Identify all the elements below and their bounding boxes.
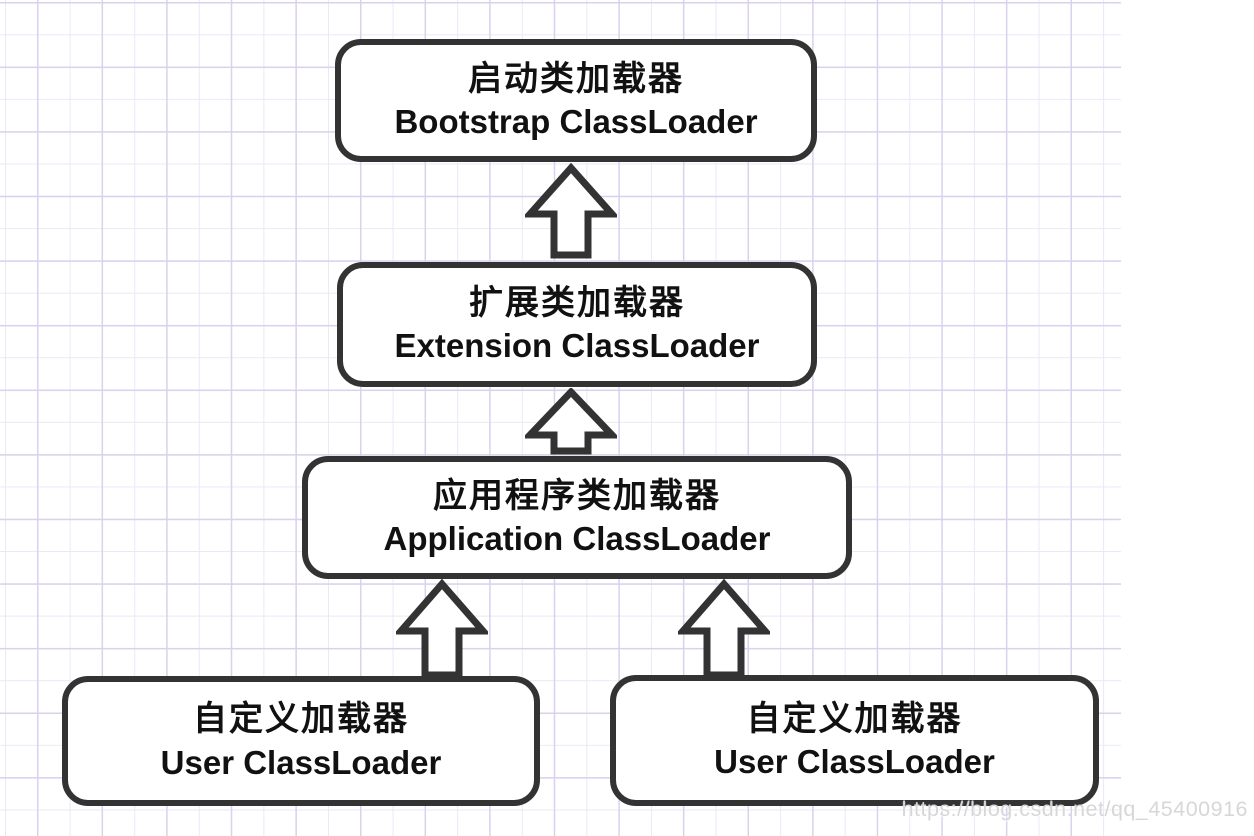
node-application-classloader: 应用程序类加载器 Application ClassLoader: [302, 456, 852, 579]
arrow-user-left-to-application-icon: [396, 579, 488, 678]
csdn-watermark: https://blog.csdn.net/qq_45400916: [901, 797, 1248, 821]
node-user-left-label-en: User ClassLoader: [160, 743, 442, 781]
node-extension-classloader: 扩展类加载器 Extension ClassLoader: [337, 262, 817, 387]
node-user-classloader-left: 自定义加载器 User ClassLoader: [62, 676, 540, 806]
node-application-label-zh: 应用程序类加载器: [433, 476, 721, 515]
node-bootstrap-classloader: 启动类加载器 Bootstrap ClassLoader: [335, 39, 817, 162]
arrow-user-right-to-application-icon: [678, 579, 770, 678]
arrow-extension-to-bootstrap-icon: [525, 163, 617, 259]
node-bootstrap-label-en: Bootstrap ClassLoader: [394, 103, 758, 141]
node-user-classloader-right: 自定义加载器 User ClassLoader: [610, 675, 1099, 806]
node-extension-label-zh: 扩展类加载器: [469, 283, 685, 322]
node-user-right-label-en: User ClassLoader: [714, 743, 995, 781]
node-bootstrap-label-zh: 启动类加载器: [468, 59, 684, 98]
node-extension-label-en: Extension ClassLoader: [394, 327, 760, 365]
node-application-label-en: Application ClassLoader: [383, 520, 771, 558]
node-user-right-label-zh: 自定义加载器: [746, 699, 963, 738]
node-user-left-label-zh: 自定义加载器: [193, 700, 409, 739]
arrow-application-to-extension-icon: [525, 388, 617, 455]
